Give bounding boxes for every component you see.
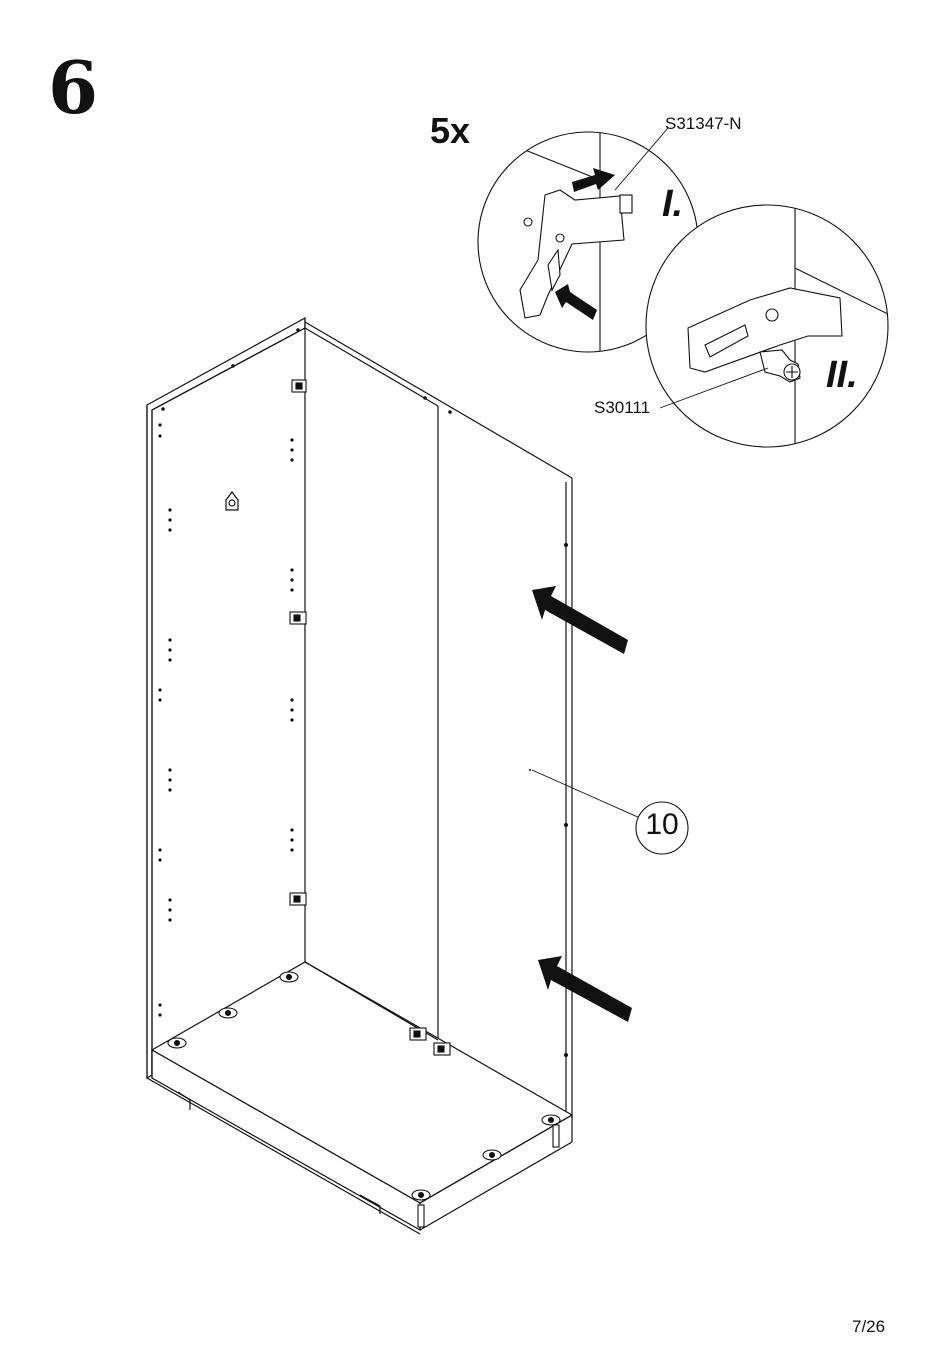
shelf-holes: [158, 328, 568, 1057]
quantity-label: 5x: [430, 110, 470, 152]
part-10-leader: [532, 770, 640, 818]
part-code-1: S31347-N: [665, 114, 742, 134]
hanger-fitting: [226, 492, 238, 510]
cabinet-body: [147, 318, 572, 1234]
detail-numeral-1: I.: [662, 183, 683, 226]
back-panel-clips: [290, 380, 450, 1055]
detail-circle-2: [646, 205, 900, 447]
part-number-label: 10: [636, 808, 688, 842]
detail-numeral-2: II.: [826, 354, 858, 397]
insert-arrows: [532, 586, 632, 1022]
step-number: 6: [48, 52, 96, 124]
part-code-2: S30111: [594, 398, 650, 418]
page-number: 7/26: [852, 1317, 885, 1337]
